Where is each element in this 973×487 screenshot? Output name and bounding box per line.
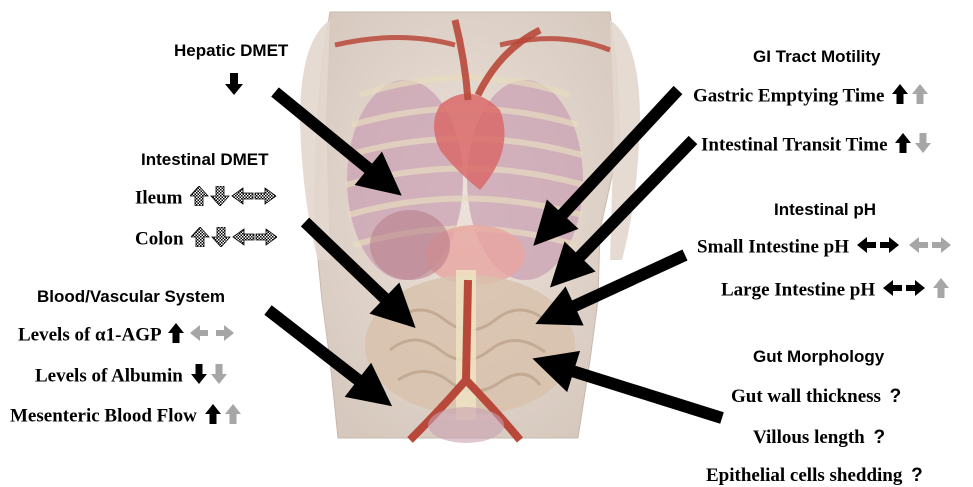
gastric-row: Gastric Emptying Time bbox=[693, 84, 928, 110]
hepatic-dmet-title: Hepatic DMET bbox=[174, 41, 288, 61]
mesenteric-arrows-icon bbox=[205, 404, 241, 430]
albumin-label: Levels of Albumin bbox=[35, 365, 183, 386]
epithelial-label: Epithelial cells shedding bbox=[706, 465, 902, 486]
gut-wall-label: Gut wall thickness bbox=[731, 386, 881, 407]
colon-checkered-arrows-icon bbox=[191, 227, 277, 253]
small-intestine-ph-row: Small Intestine pH bbox=[697, 235, 951, 261]
small-intestine-ph-label: Small Intestine pH bbox=[697, 236, 849, 257]
large-intestine-ph-arrows-icon bbox=[883, 278, 949, 304]
mesenteric-label: Mesenteric Blood Flow bbox=[10, 405, 197, 426]
ileum-row: Ileum bbox=[135, 186, 276, 212]
villous-row: Villous length ? bbox=[753, 427, 885, 449]
villous-label: Villous length bbox=[753, 427, 865, 448]
gut-morphology-title: Gut Morphology bbox=[753, 347, 884, 367]
right-arm bbox=[610, 20, 640, 260]
hepatic-down-arrow-icon bbox=[225, 73, 243, 100]
intestinal-ph-title: Intestinal pH bbox=[774, 200, 876, 220]
transit-label: Intestinal Transit Time bbox=[701, 134, 888, 155]
a1agp-row: Levels of α1-AGP bbox=[18, 323, 234, 349]
albumin-row: Levels of Albumin bbox=[35, 364, 227, 390]
small-intestine-ph-arrows-icon bbox=[857, 235, 951, 261]
large-intestine-ph-label: Large Intestine pH bbox=[721, 279, 875, 300]
liver bbox=[370, 210, 450, 280]
mesenteric-row: Mesenteric Blood Flow bbox=[10, 404, 241, 430]
gut-wall-question-icon: ? bbox=[890, 386, 902, 407]
transit-arrows-icon bbox=[895, 133, 931, 159]
colon-row: Colon bbox=[135, 227, 277, 253]
a1agp-arrows-icon bbox=[168, 323, 234, 349]
left-arm bbox=[300, 20, 330, 260]
colon-label: Colon bbox=[135, 228, 184, 249]
transit-row: Intestinal Transit Time bbox=[701, 133, 931, 159]
large-intestine-ph-row: Large Intestine pH bbox=[721, 278, 949, 304]
ileum-checkered-arrows-icon bbox=[190, 186, 276, 212]
a1agp-label: Levels of α1-AGP bbox=[18, 324, 161, 345]
gastric-arrows-icon bbox=[892, 84, 928, 110]
villous-question-icon: ? bbox=[874, 427, 886, 448]
gut-wall-row: Gut wall thickness ? bbox=[731, 386, 901, 408]
intestinal-dmet-title: Intestinal DMET bbox=[141, 150, 269, 170]
bladder bbox=[428, 407, 504, 443]
albumin-arrows-icon bbox=[191, 364, 227, 390]
gi-motility-title: GI Tract Motility bbox=[753, 47, 881, 67]
ileum-label: Ileum bbox=[135, 187, 183, 208]
epithelial-question-icon: ? bbox=[911, 465, 923, 486]
blood-vascular-title: Blood/Vascular System bbox=[37, 287, 225, 307]
epithelial-row: Epithelial cells shedding ? bbox=[706, 465, 923, 487]
gastric-label: Gastric Emptying Time bbox=[693, 85, 884, 106]
